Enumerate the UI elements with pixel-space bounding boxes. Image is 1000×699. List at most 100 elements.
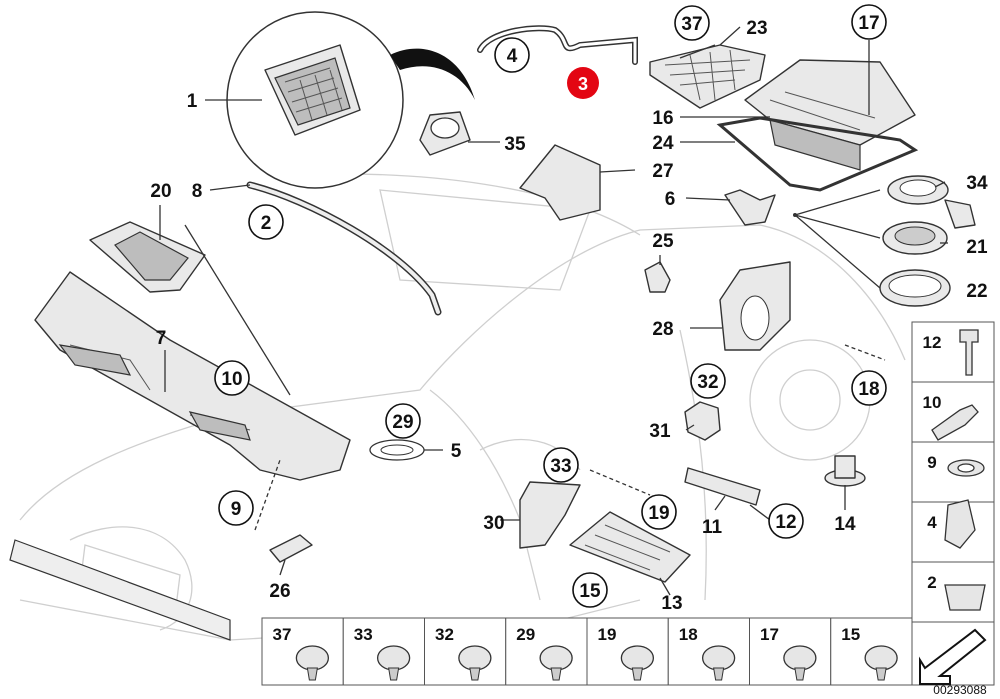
- callout-5[interactable]: 5: [451, 441, 462, 462]
- fastener-17-icon: [783, 645, 817, 671]
- side-legend-item-12[interactable]: 12: [911, 321, 995, 383]
- callout-11[interactable]: 11: [702, 517, 723, 538]
- fastener-29-icon: [539, 645, 573, 671]
- callout-10[interactable]: 10: [214, 360, 250, 396]
- part-14: [824, 455, 866, 487]
- callout-14[interactable]: 14: [834, 514, 856, 535]
- bottom-legend-label: 29: [516, 625, 535, 644]
- callout-18[interactable]: 18: [851, 370, 887, 406]
- callout-1[interactable]: 1: [187, 91, 198, 112]
- callout-23[interactable]: 23: [746, 18, 767, 39]
- fastener-4-icon: [944, 499, 976, 549]
- bottom-legend-label: 33: [354, 625, 373, 644]
- callout-24[interactable]: 24: [652, 133, 674, 154]
- callout-label: 27: [652, 161, 673, 182]
- callout-label: 20: [150, 181, 171, 202]
- callout-22[interactable]: 22: [966, 281, 987, 302]
- callout-label: 2: [261, 213, 272, 234]
- side-legend-label: 9: [927, 453, 936, 472]
- bottom-legend-item-15[interactable]: 15: [830, 617, 913, 686]
- highlight-label: 3: [578, 74, 588, 94]
- callout-7[interactable]: 7: [156, 328, 167, 349]
- part-31: [684, 401, 721, 441]
- part-15-mat: [569, 511, 691, 583]
- callout-21[interactable]: 21: [966, 237, 988, 258]
- part-11: [684, 467, 761, 506]
- callout-19[interactable]: 19: [641, 494, 677, 530]
- fastener-10-icon: [931, 404, 979, 441]
- part-6: [724, 189, 776, 226]
- callout-30[interactable]: 30: [483, 513, 504, 534]
- callout-25[interactable]: 25: [652, 231, 674, 252]
- callout-label: 35: [504, 134, 526, 155]
- callout-13[interactable]: 13: [661, 593, 682, 614]
- callout-label: 25: [652, 231, 674, 252]
- part-1-detail: [226, 11, 475, 189]
- callout-label: 23: [746, 18, 767, 39]
- callout-label: 31: [649, 421, 671, 442]
- highlight-marker[interactable]: 3: [567, 67, 599, 99]
- leader-lines: [159, 26, 948, 596]
- callout-37[interactable]: 37: [674, 5, 710, 41]
- callout-label: 1: [187, 91, 198, 112]
- callout-16[interactable]: 16: [652, 108, 673, 129]
- callout-4[interactable]: 4: [494, 37, 530, 73]
- callout-label: 17: [858, 13, 879, 34]
- part-17-tub: [744, 59, 916, 146]
- bottom-legend-item-29[interactable]: 29: [505, 617, 588, 686]
- callout-12[interactable]: 12: [768, 503, 804, 539]
- bottom-legend-item-33[interactable]: 33: [342, 617, 425, 686]
- fastener-37-icon: [295, 645, 330, 671]
- callout-label: 26: [269, 581, 290, 602]
- callout-6[interactable]: 6: [665, 189, 676, 210]
- fastener-9-icon: [947, 459, 985, 477]
- callout-27[interactable]: 27: [652, 161, 673, 182]
- side-legend-item-2[interactable]: 2: [911, 561, 995, 623]
- part-2-strip: [246, 181, 442, 316]
- callout-29[interactable]: 29: [385, 403, 421, 439]
- bottom-legend-item-32[interactable]: 32: [424, 617, 507, 686]
- callout-label: 13: [661, 593, 682, 614]
- bottom-legend-item-37[interactable]: 37: [261, 617, 344, 686]
- callout-8[interactable]: 8: [192, 181, 203, 202]
- callout-35[interactable]: 35: [504, 134, 526, 155]
- side-legend-item-10[interactable]: 10: [911, 381, 995, 443]
- callout-15[interactable]: 15: [572, 572, 608, 608]
- callout-label: 32: [697, 372, 718, 393]
- part-30: [519, 481, 581, 549]
- side-legend-item-9[interactable]: 9: [911, 441, 995, 503]
- callout-label: 34: [966, 173, 988, 194]
- callout-2[interactable]: 2: [248, 204, 284, 240]
- callout-label: 21: [966, 237, 988, 258]
- callout-label: 8: [192, 181, 203, 202]
- callout-label: 12: [775, 512, 796, 533]
- callout-33[interactable]: 33: [543, 447, 579, 483]
- part-29-ring: [369, 439, 425, 461]
- bottom-legend-label: 18: [679, 625, 698, 644]
- callout-label: 24: [652, 133, 674, 154]
- callout-34[interactable]: 34: [966, 173, 988, 194]
- callout-26[interactable]: 26: [269, 581, 290, 602]
- callout-32[interactable]: 32: [690, 363, 726, 399]
- callout-label: 5: [451, 441, 462, 462]
- callout-9[interactable]: 9: [218, 490, 254, 526]
- disc-parts: [879, 175, 976, 307]
- callout-28[interactable]: 28: [652, 319, 673, 340]
- side-legend-label: 2: [927, 573, 936, 592]
- callout-31[interactable]: 31: [649, 421, 671, 442]
- bottom-legend-item-17[interactable]: 17: [749, 617, 832, 686]
- fastener-33-icon: [376, 645, 411, 671]
- part-25: [644, 261, 671, 293]
- callout-label: 10: [221, 369, 242, 390]
- side-legend-label: 4: [927, 513, 937, 532]
- callout-label: 28: [652, 319, 673, 340]
- fastener-12-icon: [959, 329, 979, 376]
- callout-label: 9: [231, 499, 242, 520]
- bottom-legend-item-18[interactable]: 18: [667, 617, 750, 686]
- side-legend-item-4[interactable]: 4: [911, 499, 995, 563]
- bottom-legend-item-19[interactable]: 19: [586, 617, 669, 686]
- callout-17[interactable]: 17: [851, 4, 887, 40]
- callout-20[interactable]: 20: [150, 181, 171, 202]
- callout-label: 4: [507, 46, 518, 67]
